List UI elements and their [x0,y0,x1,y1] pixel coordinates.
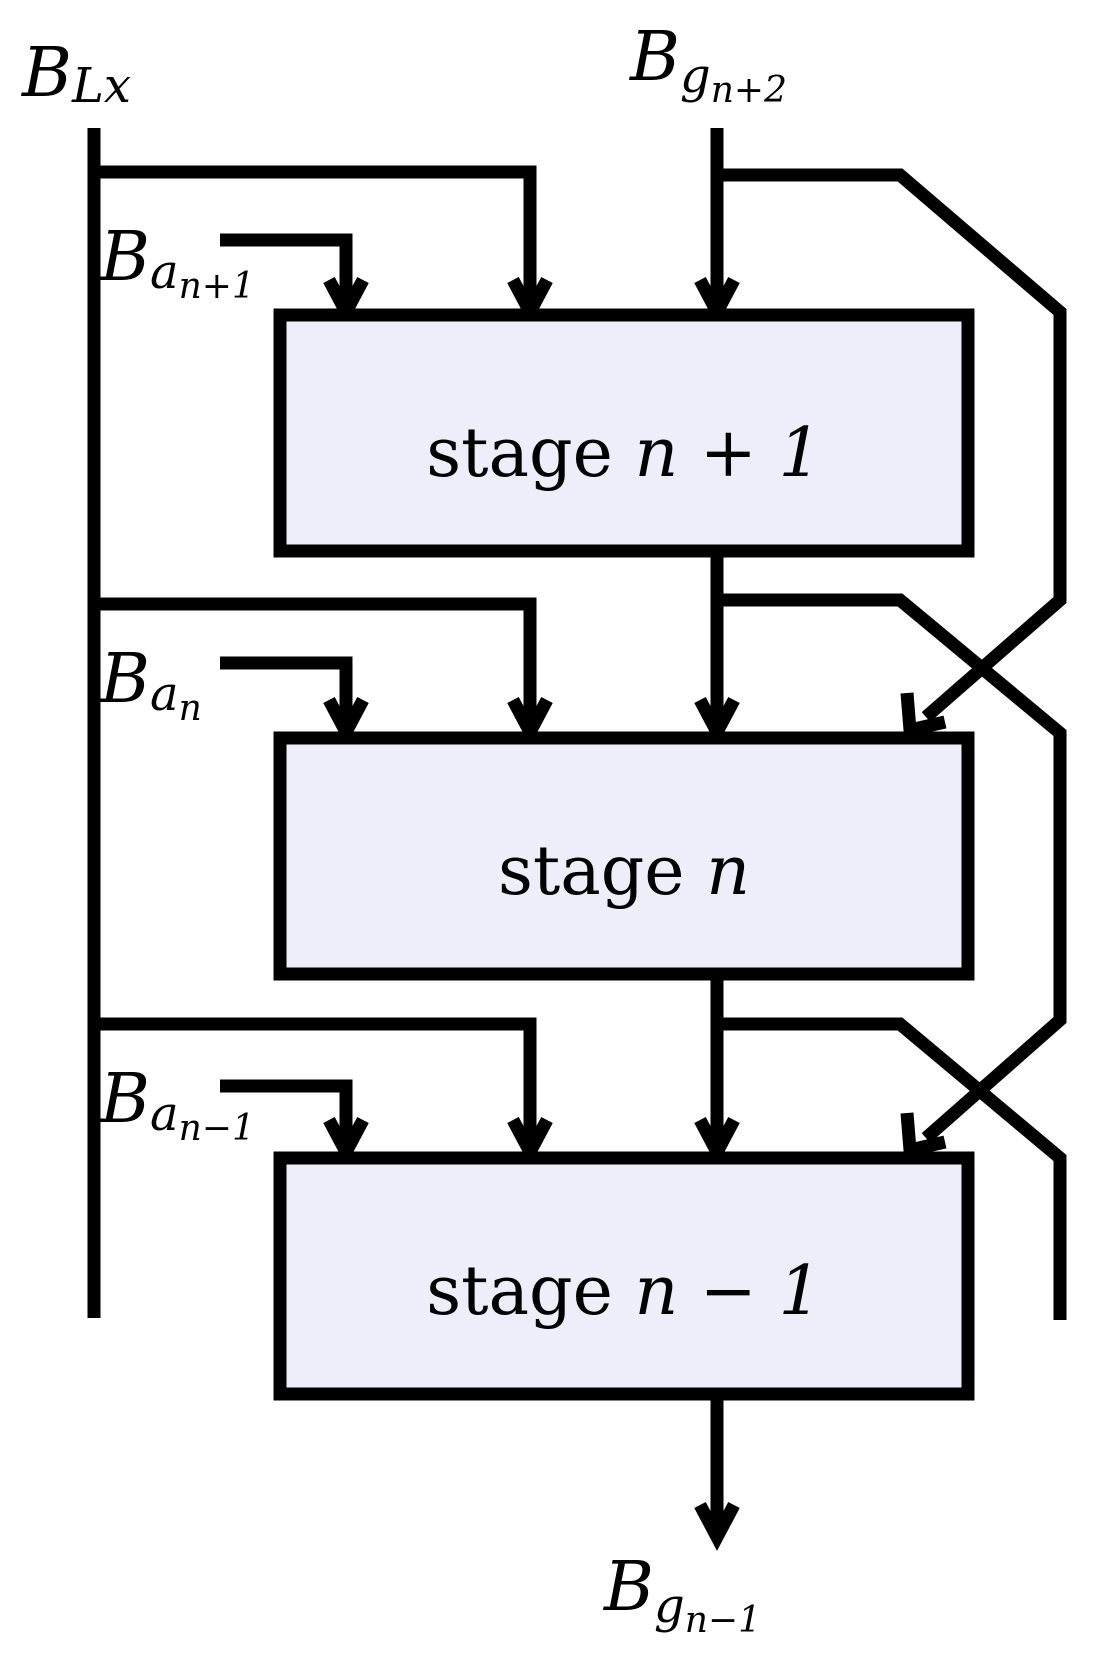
label-g-out: Bgn−1 [602,1548,761,1641]
stage-top-bypass-wire [717,593,1067,1143]
label-a-mid: Ban [98,640,202,729]
arrowhead [694,1501,740,1551]
bus-tap-stage-bot [94,1017,537,1150]
stage-mid-bypass-wire [717,1017,1067,1320]
stage-label-mid: stage n [498,832,750,911]
arrowhead [900,692,947,739]
label-a-bot: Ban−1 [98,1060,255,1149]
stage-label-top: stage n + 1 [426,414,821,493]
stage-box-mid [273,731,975,981]
label-g-top: Bgn+2 [628,18,787,111]
g-bypass-top-wire [717,168,1067,722]
label-bus-lx: BLx [20,34,131,114]
a-input-top-wire [220,233,353,310]
label-a-top: Ban+1 [98,218,255,307]
bus-tap-stage-mid [94,597,537,730]
a-input-bot-wire [220,1079,353,1150]
a-input-mid-wire [220,656,353,730]
stage-box-top [273,308,975,558]
stage-label-bot: stage n − 1 [426,1252,821,1331]
arrowhead [900,1112,947,1159]
stage-box-bot [273,1151,975,1401]
bus-tap-stage-top [94,165,537,310]
